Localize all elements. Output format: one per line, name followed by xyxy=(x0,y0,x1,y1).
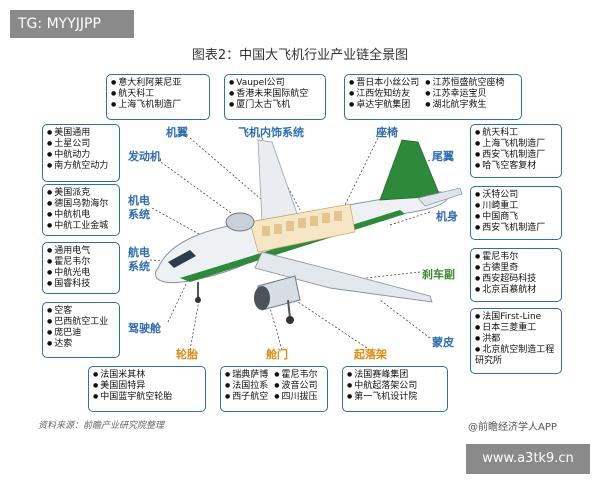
supplier-item: 航天科工 xyxy=(111,89,205,100)
supplier-item: 湖北航宇救生 xyxy=(425,100,504,111)
supplier-item: 沃特公司 xyxy=(475,190,557,201)
supplier-item: 美国固特异 xyxy=(93,381,201,392)
label-seat: 座椅 xyxy=(376,126,398,139)
supplier-item: 法国拉系 xyxy=(225,381,268,392)
label-skin: 蒙皮 xyxy=(432,336,454,349)
supplier-box-tire: 法国米其林 美国固特异 中国蓝宇航空轮胎 xyxy=(88,366,206,412)
label-interior-system: 飞机内饰系统 xyxy=(238,126,304,139)
supplier-item: 霍尼韦尔 xyxy=(47,257,115,268)
supplier-box-cockpit: 空客 巴西航空工业 庞巴迪 达索 xyxy=(42,302,120,358)
supplier-item: 航天科工 xyxy=(475,128,557,139)
supplier-item: 香港未来国际航空 xyxy=(229,89,321,100)
supplier-item: 江苏恒盛航空座椅 xyxy=(425,78,505,89)
supplier-item: 霍尼韦尔 xyxy=(274,370,318,381)
supplier-item: 美国派克 xyxy=(47,188,115,199)
supplier-item: 意大利阿莱尼亚 xyxy=(111,78,205,89)
supplier-item: 四川拔压 xyxy=(274,392,318,403)
supplier-item: 中航工业金城 xyxy=(47,221,115,232)
supplier-item: 波音公司 xyxy=(274,381,318,392)
supplier-item: 川崎重工 xyxy=(475,201,557,212)
supplier-item: 北京航空制造工程研究所 xyxy=(475,345,557,367)
label-landing-gear: 起落架 xyxy=(354,348,387,361)
supplier-item: 中航起落架公司 xyxy=(347,381,443,392)
supplier-item: 法国米其林 xyxy=(93,370,201,381)
label-tire: 轮胎 xyxy=(176,348,198,361)
supplier-item: 晋日本小丝公司 xyxy=(349,78,419,89)
supplier-box-avionics: 通用电气 霍尼韦尔 中航光电 国睿科技 xyxy=(42,242,120,294)
supplier-item: 空客 xyxy=(47,306,115,317)
supplier-item: 上海飞机制造厂 xyxy=(475,139,557,150)
supplier-item: 第一飞机设计院 xyxy=(347,392,443,403)
supplier-item: 霍尼韦尔 xyxy=(475,252,557,263)
label-brake: 刹车副 xyxy=(422,268,455,281)
supplier-item: 巴西航空工业 xyxy=(47,317,115,328)
supplier-item: 厦门太古飞机 xyxy=(229,100,321,111)
supplier-item: 卓达宇航集团 xyxy=(349,100,419,111)
supplier-box-tail: 航天科工 上海飞机制造厂 西安飞机制造厂 哈飞空客复材 xyxy=(470,124,562,178)
label-wing: 机翼 xyxy=(166,126,188,139)
brand-credit: @前瞻经济学人APP xyxy=(468,422,557,433)
supplier-box-interior: Vaupel公司 香港未来国际航空 厦门太古飞机 xyxy=(224,74,326,120)
supplier-box-landing-gear: 法国赛峰集团 中航起落架公司 第一飞机设计院 xyxy=(342,366,448,412)
supplier-item: 江西佐知纺友 xyxy=(349,89,419,100)
supplier-item: 西安飞机制造厂 xyxy=(475,223,557,234)
supplier-item: 哈飞空客复材 xyxy=(475,161,557,172)
supplier-item: 中国蓝宇航空轮胎 xyxy=(93,392,201,403)
supplier-item: Vaupel公司 xyxy=(229,78,321,89)
label-electromechanical: 机电系统 xyxy=(128,194,150,221)
supplier-item: 西安超码科技 xyxy=(475,274,557,285)
supplier-item: 德国乌勃海尔 xyxy=(47,199,115,210)
page-title: 图表2：中国大飞机行业产业链全景图 xyxy=(191,48,409,63)
supplier-box-engine: 美国通用 土星公司 中航动力 南方航空动力 xyxy=(42,124,120,182)
supplier-box-door: 瑞典萨博 法国拉系 西子航空 霍尼韦尔 波音公司 四川拔压 xyxy=(220,366,328,412)
supplier-item: 北京百慕航材 xyxy=(475,285,557,296)
watermark: www.a3tk9.cn xyxy=(466,444,590,474)
supplier-item: 法国赛峰集团 xyxy=(347,370,443,381)
supplier-item: 中航机电 xyxy=(47,210,115,221)
supplier-item: 瑞典萨博 xyxy=(225,370,268,381)
supplier-box-brake: 霍尼韦尔 古德里奇 西安超码科技 北京百慕航材 xyxy=(470,248,562,302)
supplier-item: 古德里奇 xyxy=(475,263,557,274)
label-door: 舱门 xyxy=(266,348,288,361)
supplier-item: 上海飞机制造厂 xyxy=(111,100,205,111)
label-avionics: 航电系统 xyxy=(128,246,150,273)
supplier-item: 达索 xyxy=(47,339,115,350)
supplier-box-wing: 意大利阿莱尼亚 航天科工 上海飞机制造厂 xyxy=(106,74,210,120)
supplier-list: 意大利阿莱尼亚 航天科工 上海飞机制造厂 xyxy=(111,78,205,111)
source-note: 资料来源：前瞻产业研究院整理 xyxy=(38,421,165,431)
supplier-box-skin: 法国First-Line 日本三菱重工 洪都 北京航空制造工程研究所 xyxy=(470,308,562,374)
channel-tag: TG: MYYJJPP xyxy=(10,10,134,38)
supplier-item: 美国通用 xyxy=(47,128,115,139)
supplier-item: 土星公司 xyxy=(47,139,115,150)
supplier-item: 法国First-Line xyxy=(475,312,557,323)
supplier-item: 南方航空动力 xyxy=(47,161,115,172)
supplier-item: 西安飞机制造厂 xyxy=(475,150,557,161)
supplier-box-fuselage: 沃特公司 川崎重工 中国商飞 西安飞机制造厂 xyxy=(470,186,562,240)
label-engine: 发动机 xyxy=(128,150,161,163)
label-fuselage: 机身 xyxy=(436,210,458,223)
supplier-item: 中国商飞 xyxy=(475,212,557,223)
supplier-item: 庞巴迪 xyxy=(47,328,115,339)
supplier-item: 西子航空 xyxy=(225,392,268,403)
supplier-item: 洪都 xyxy=(475,334,557,345)
supplier-item: 国睿科技 xyxy=(47,279,115,290)
supplier-item: 江苏幸运宝贝 xyxy=(425,89,504,100)
supplier-item: 中航动力 xyxy=(47,150,115,161)
supplier-item: 通用电气 xyxy=(47,246,115,257)
supplier-box-seat: 晋日本小丝公司 江西佐知纺友 卓达宇航集团 江苏恒盛航空座椅 江苏幸运宝贝 湖北… xyxy=(344,74,522,120)
label-cockpit: 驾驶舱 xyxy=(128,322,161,335)
label-tail: 尾翼 xyxy=(432,150,454,163)
supplier-item: 日本三菱重工 xyxy=(475,323,557,334)
supplier-box-electromechanical: 美国派克 德国乌勃海尔 中航机电 中航工业金城 xyxy=(42,184,120,236)
supplier-item: 中航光电 xyxy=(47,268,115,279)
